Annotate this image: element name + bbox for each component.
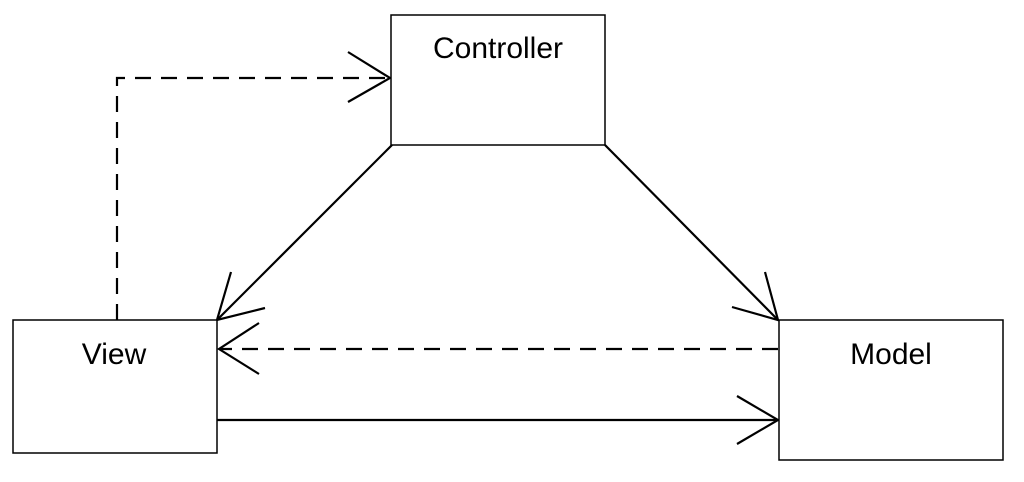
edges (115, 51, 781, 445)
view-box (12, 319, 218, 454)
controller-label: Controller (433, 32, 563, 65)
model-box (778, 319, 1004, 461)
edge-view-to-controller (115, 51, 393, 320)
edge-controller-to-model (604, 144, 780, 322)
model-label: Model (850, 338, 932, 371)
node-controller: Controller (390, 14, 606, 146)
edge-controller-to-view (215, 144, 393, 322)
node-model: Model (778, 319, 1004, 461)
edge-model-to-view (216, 322, 778, 375)
edge-view-to-model (217, 395, 781, 445)
controller-box (390, 14, 606, 146)
node-view: View (12, 319, 218, 454)
view-label: View (82, 338, 147, 371)
